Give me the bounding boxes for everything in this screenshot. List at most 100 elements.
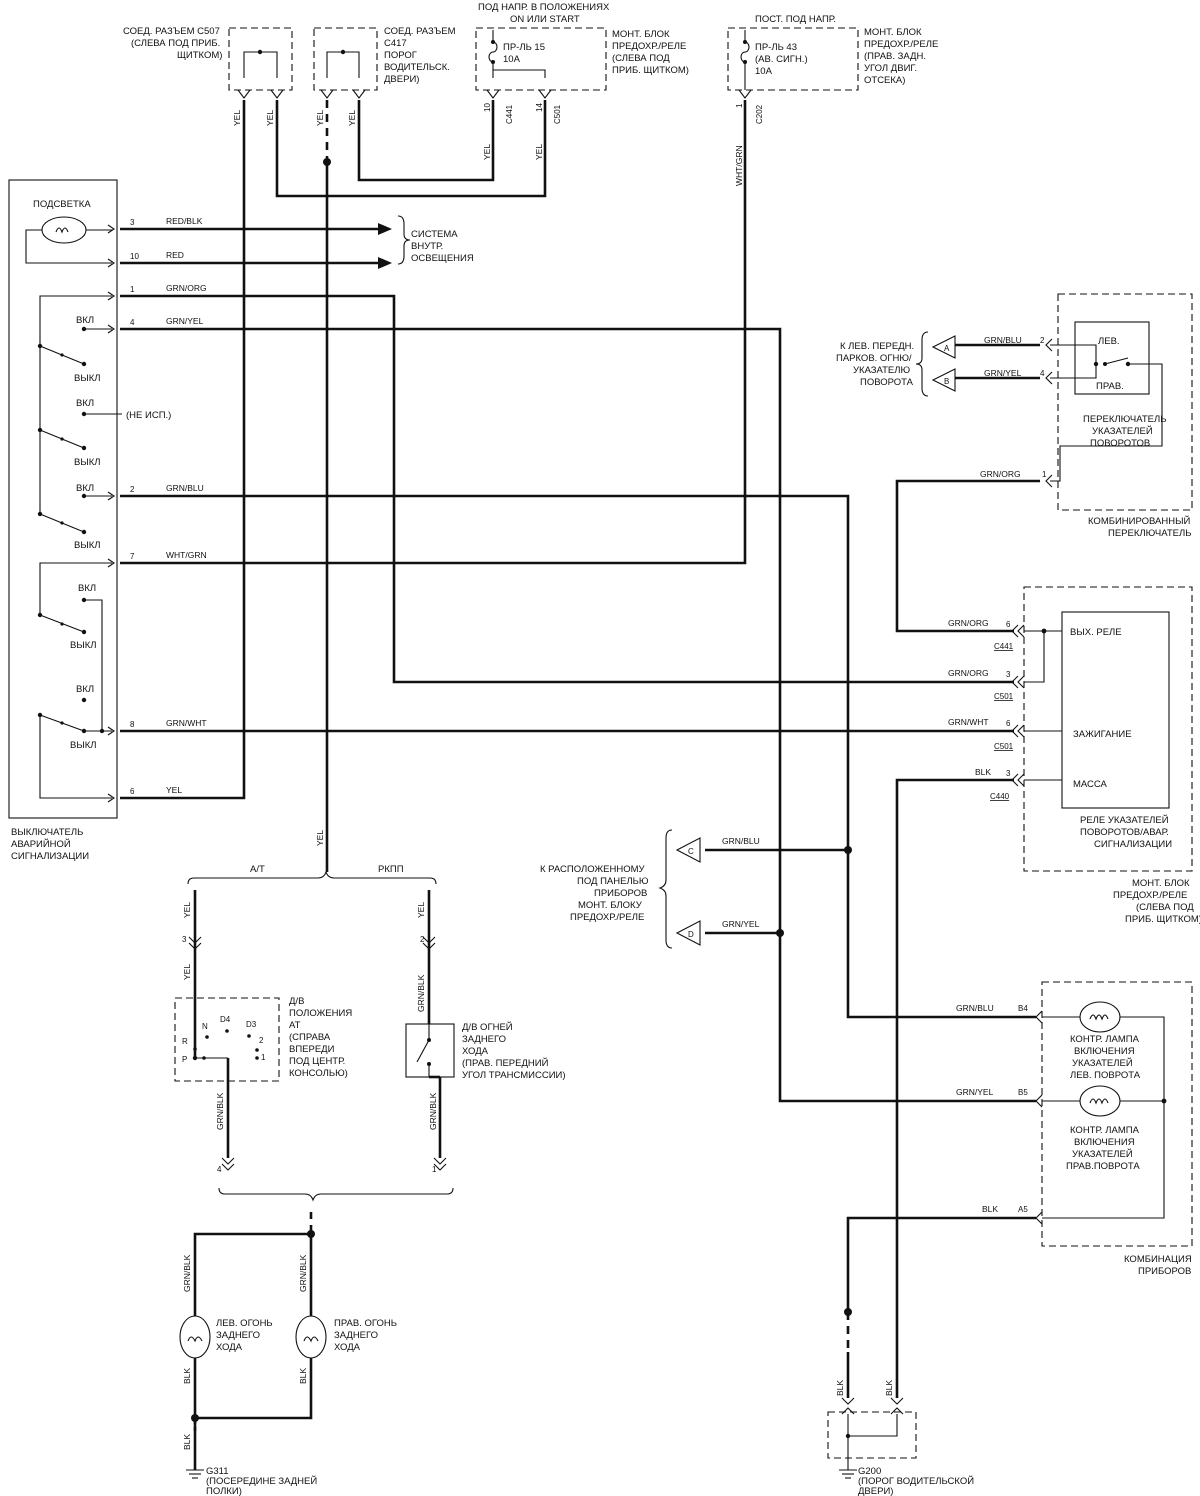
turn-right-label: ПРАВ. (1096, 381, 1124, 392)
svg-text:2: 2 (130, 485, 135, 494)
arrow-label-d: D (688, 930, 694, 939)
svg-text:GRN/BLU: GRN/BLU (984, 335, 1022, 345)
switch-on-label: ВКЛ (76, 315, 94, 326)
svg-text:RED/BLK: RED/BLK (166, 216, 203, 226)
wire-color-yel: YEL (347, 110, 357, 126)
relay-name-label: РЕЛЕ УКАЗАТЕЛЕЙ ПОВОРОТОВ/АВАР. СИГНАЛИЗ… (1080, 814, 1172, 850)
reverse-light-section: YEL A/T РКПП YEL 3 YEL N D4 D3 R 2 P 1 G… (174, 830, 566, 1496)
arrow-label-c: C (688, 847, 694, 856)
svg-text:1: 1 (130, 285, 135, 294)
switch-on-label: ВКЛ (76, 398, 94, 409)
svg-text:GRN/YEL: GRN/YEL (722, 919, 760, 929)
switch-on-label: ВКЛ (76, 684, 94, 695)
svg-text:BLK: BLK (298, 1368, 308, 1384)
svg-text:BLK: BLK (975, 767, 991, 777)
wire-color-yel: YEL (265, 110, 275, 126)
ground-g200: BLK BLK G200 (ПОРОГ ВОДИТЕЛЬСКОЙ ДВЕРИ) (827, 1380, 977, 1496)
connector-id-c501: C501 (553, 104, 562, 124)
power-const-label: ПОСТ. ПОД НАПР. (755, 14, 836, 25)
svg-text:GRN/ORG: GRN/ORG (166, 283, 207, 293)
svg-text:WHT/GRN: WHT/GRN (166, 550, 207, 560)
svg-text:3: 3 (130, 218, 135, 227)
svg-text:3: 3 (1006, 670, 1011, 679)
pin-number: 10 (483, 103, 492, 112)
hazard-switch: ПОДСВЕТКА ВКЛ ВЫКЛ ВКЛ ВЫКЛ (НЕ ИСП.) (8, 179, 171, 862)
switch-off-label: ВЫКЛ (70, 740, 97, 751)
connector-c417-label: СОЕД. РАЗЪЕМ C417 ПОРОГ ВОДИТЕЛЬСК. ДВЕР… (384, 26, 458, 85)
at-label: A/T (250, 864, 265, 875)
svg-text:GRN/YEL: GRN/YEL (956, 1087, 994, 1097)
underdash-arrows: C D GRN/BLU GRN/YEL К РАСПОЛОЖЕННОМУ ПОД… (540, 829, 760, 949)
backlight-label: ПОДСВЕТКА (33, 199, 91, 210)
svg-text:1: 1 (261, 1053, 266, 1062)
turn-left-label: ЛЕВ. (1098, 336, 1120, 347)
svg-text:6: 6 (130, 787, 135, 796)
wire-color-yel: YEL (315, 110, 325, 126)
relay-out-label: ВЫХ. РЕЛЕ (1070, 627, 1122, 638)
fuse-15-label: ПР-ЛЬ 15 10A (503, 42, 548, 65)
svg-text:N: N (202, 1022, 208, 1031)
mt-label: РКПП (378, 864, 404, 875)
svg-text:GRN/ORG: GRN/ORG (948, 668, 989, 678)
wire-color-yel: YEL (534, 144, 544, 160)
relay-ground-label: МАССА (1073, 779, 1108, 790)
rev-right-label: ПРАВ. ОГОНЬ ЗАДНЕГО ХОДА (334, 1318, 400, 1353)
switch-off-label: ВЫКЛ (74, 540, 101, 551)
svg-text:GRN/YEL: GRN/YEL (984, 368, 1022, 378)
svg-text:2: 2 (420, 935, 425, 944)
svg-text:GRN/WHT: GRN/WHT (166, 718, 207, 728)
arrow-label-a: A (944, 344, 950, 353)
svg-text:GRN/BLK: GRN/BLK (428, 1092, 438, 1130)
ground-g311-icon (186, 1469, 204, 1479)
left-turn-indicator-lamp-icon (1079, 1001, 1121, 1033)
svg-text:1: 1 (1042, 470, 1047, 479)
connector-c507: СОЕД. РАЗЪЕМ C507 (СЛЕВА ПОД ПРИБ. ЩИТКО… (123, 26, 293, 99)
svg-text:10: 10 (130, 252, 139, 261)
connector-id-c441: C441 (505, 104, 514, 124)
svg-text:6: 6 (1006, 620, 1011, 629)
svg-text:YEL: YEL (182, 964, 192, 980)
svg-text:B4: B4 (1018, 1004, 1028, 1013)
svg-text:YEL: YEL (315, 830, 325, 846)
power-on-start-label: ПОД НАПР. В ПОЛОЖЕНИЯХ ON ИЛИ START (478, 2, 612, 25)
connector-id-c501: C501 (994, 742, 1014, 751)
ground-g200-icon (839, 1469, 857, 1479)
instrument-cluster: B4 B5 A5 GRN/BLU GRN/YEL BLK КОНТР. ЛАМП… (956, 981, 1194, 1277)
switch-off-label: ВЫКЛ (74, 457, 101, 468)
svg-text:GRN/ORG: GRN/ORG (948, 618, 989, 628)
svg-text:GRN/BLK: GRN/BLK (182, 1254, 192, 1292)
svg-text:D3: D3 (246, 1020, 257, 1029)
pin-number: 14 (535, 103, 544, 112)
cluster-label: КОМБИНАЦИЯ ПРИБОРОВ (1124, 1254, 1194, 1277)
fusebox-right-label: МОНТ. БЛОК ПРЕДОХР./РЕЛЕ (ПРАВ. ЗАДН. УГ… (864, 27, 941, 86)
svg-text:GRN/ORG: GRN/ORG (980, 469, 1021, 479)
switch-on-label: ВКЛ (76, 483, 94, 494)
hazard-switch-label: ВЫКЛЮЧАТЕЛЬ АВАРИЙНОЙ СИГНАЛИЗАЦИИ (11, 827, 89, 862)
svg-text:GRN/YEL: GRN/YEL (166, 316, 204, 326)
not-used-label: (НЕ ИСП.) (126, 410, 171, 421)
interior-lighting-label: СИСТЕМА ВНУТР. ОСВЕЩЕНИЯ (411, 229, 474, 264)
g311-label: G311 (ПОСЕРЕДИНЕ ЗАДНЕЙ ПОЛКИ) (206, 1466, 320, 1496)
to-underdash-label: К РАСПОЛОЖЕННОМУ ПОД ПАНЕЛЬЮ ПРИБОРОВ МО… (540, 864, 651, 923)
g200-label: G200 (ПОРОГ ВОДИТЕЛЬСКОЙ ДВЕРИ) (858, 1466, 977, 1496)
svg-text:A5: A5 (1018, 1205, 1028, 1214)
svg-text:YEL: YEL (416, 902, 426, 918)
svg-text:6: 6 (1006, 719, 1011, 728)
svg-text:GRN/WHT: GRN/WHT (948, 717, 989, 727)
rev-sensor-label: Д/В ОГНЕЙ ЗАДНЕГО ХОДА (ПРАВ. ПЕРЕДНИЙ У… (462, 1021, 566, 1081)
pin-number: 1 (735, 103, 744, 108)
svg-text:GRN/BLK: GRN/BLK (298, 1254, 308, 1292)
relay-ignition-label: ЗАЖИГАНИЕ (1073, 729, 1132, 740)
svg-text:YEL: YEL (182, 902, 192, 918)
at-sensor-label: Д/В ПОЛОЖЕНИЯ AT (СПРАВА ВПЕРЕДИ ПОД ЦЕН… (289, 996, 355, 1079)
right-turn-indicator-lamp-icon (1079, 1085, 1121, 1117)
switch-off-label: ВЫКЛ (70, 640, 97, 651)
rev-left-label: ЛЕВ. ОГОНЬ ЗАДНЕГО ХОДА (216, 1318, 275, 1353)
svg-text:BLK: BLK (884, 1380, 894, 1396)
connector-c507-label: СОЕД. РАЗЪЕМ C507 (СЛЕВА ПОД ПРИБ. ЩИТКО… (123, 26, 223, 61)
connector-id-c202: C202 (755, 104, 764, 124)
svg-text:GRN/BLU: GRN/BLU (956, 1003, 994, 1013)
to-left-front-label: К ЛЕВ. ПЕРЕДН. ПАРКОВ. ОГНЮ/ УКАЗАТЕЛЮ П… (836, 341, 917, 388)
connector-id-c440: C440 (990, 792, 1010, 801)
